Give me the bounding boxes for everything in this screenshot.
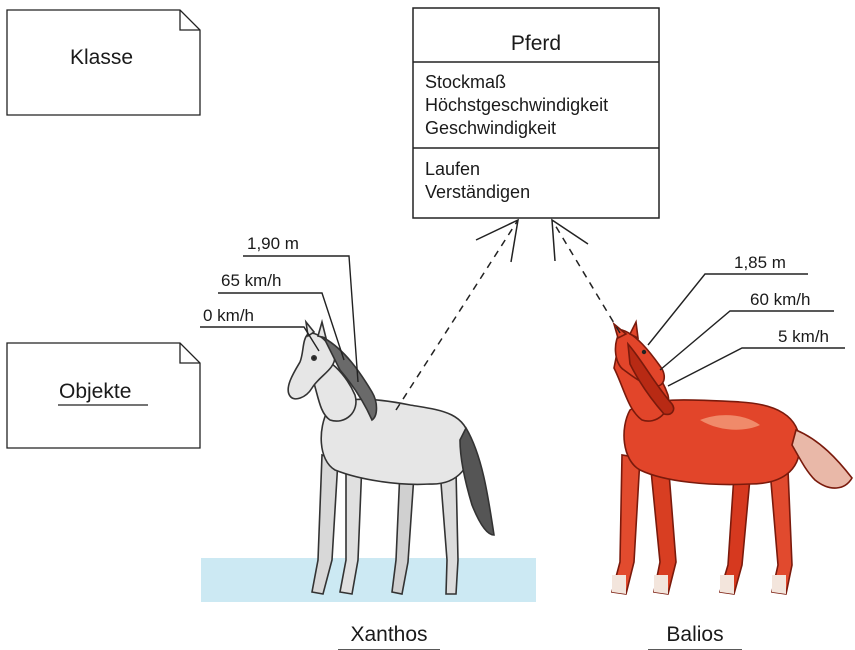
leader-xanthos-speed bbox=[200, 327, 319, 351]
water-area bbox=[201, 558, 536, 602]
instance-link-balios bbox=[552, 220, 620, 333]
horse-balios-illustration bbox=[612, 322, 852, 594]
arrowhead-balios bbox=[552, 220, 588, 261]
object-name-xanthos: Xanthos bbox=[338, 624, 440, 645]
class-attribute: Geschwindigkeit bbox=[425, 117, 556, 139]
class-method: Laufen bbox=[425, 158, 480, 180]
class-method: Verständigen bbox=[425, 181, 530, 203]
xanthos-height-value: 1,90 m bbox=[247, 235, 299, 252]
class-name: Pferd bbox=[413, 33, 659, 54]
objects-note-label: Objekte bbox=[59, 381, 131, 402]
balios-height-value: 1,85 m bbox=[734, 254, 786, 271]
horse-xanthos-illustration bbox=[288, 322, 494, 594]
balios-max-speed-value: 60 km/h bbox=[750, 291, 810, 308]
class-attribute: Stockmaß bbox=[425, 71, 506, 93]
xanthos-max-speed-value: 65 km/h bbox=[221, 272, 281, 289]
leader-balios-speed bbox=[668, 348, 845, 386]
class-note-label: Klasse bbox=[70, 47, 133, 68]
xanthos-speed-value: 0 km/h bbox=[203, 307, 254, 324]
class-attribute: Höchstgeschwindigkeit bbox=[425, 94, 608, 116]
instance-link-xanthos bbox=[396, 220, 518, 410]
balios-speed-value: 5 km/h bbox=[778, 328, 829, 345]
object-name-balios: Balios bbox=[648, 624, 742, 645]
arrowhead-xanthos bbox=[476, 220, 518, 262]
